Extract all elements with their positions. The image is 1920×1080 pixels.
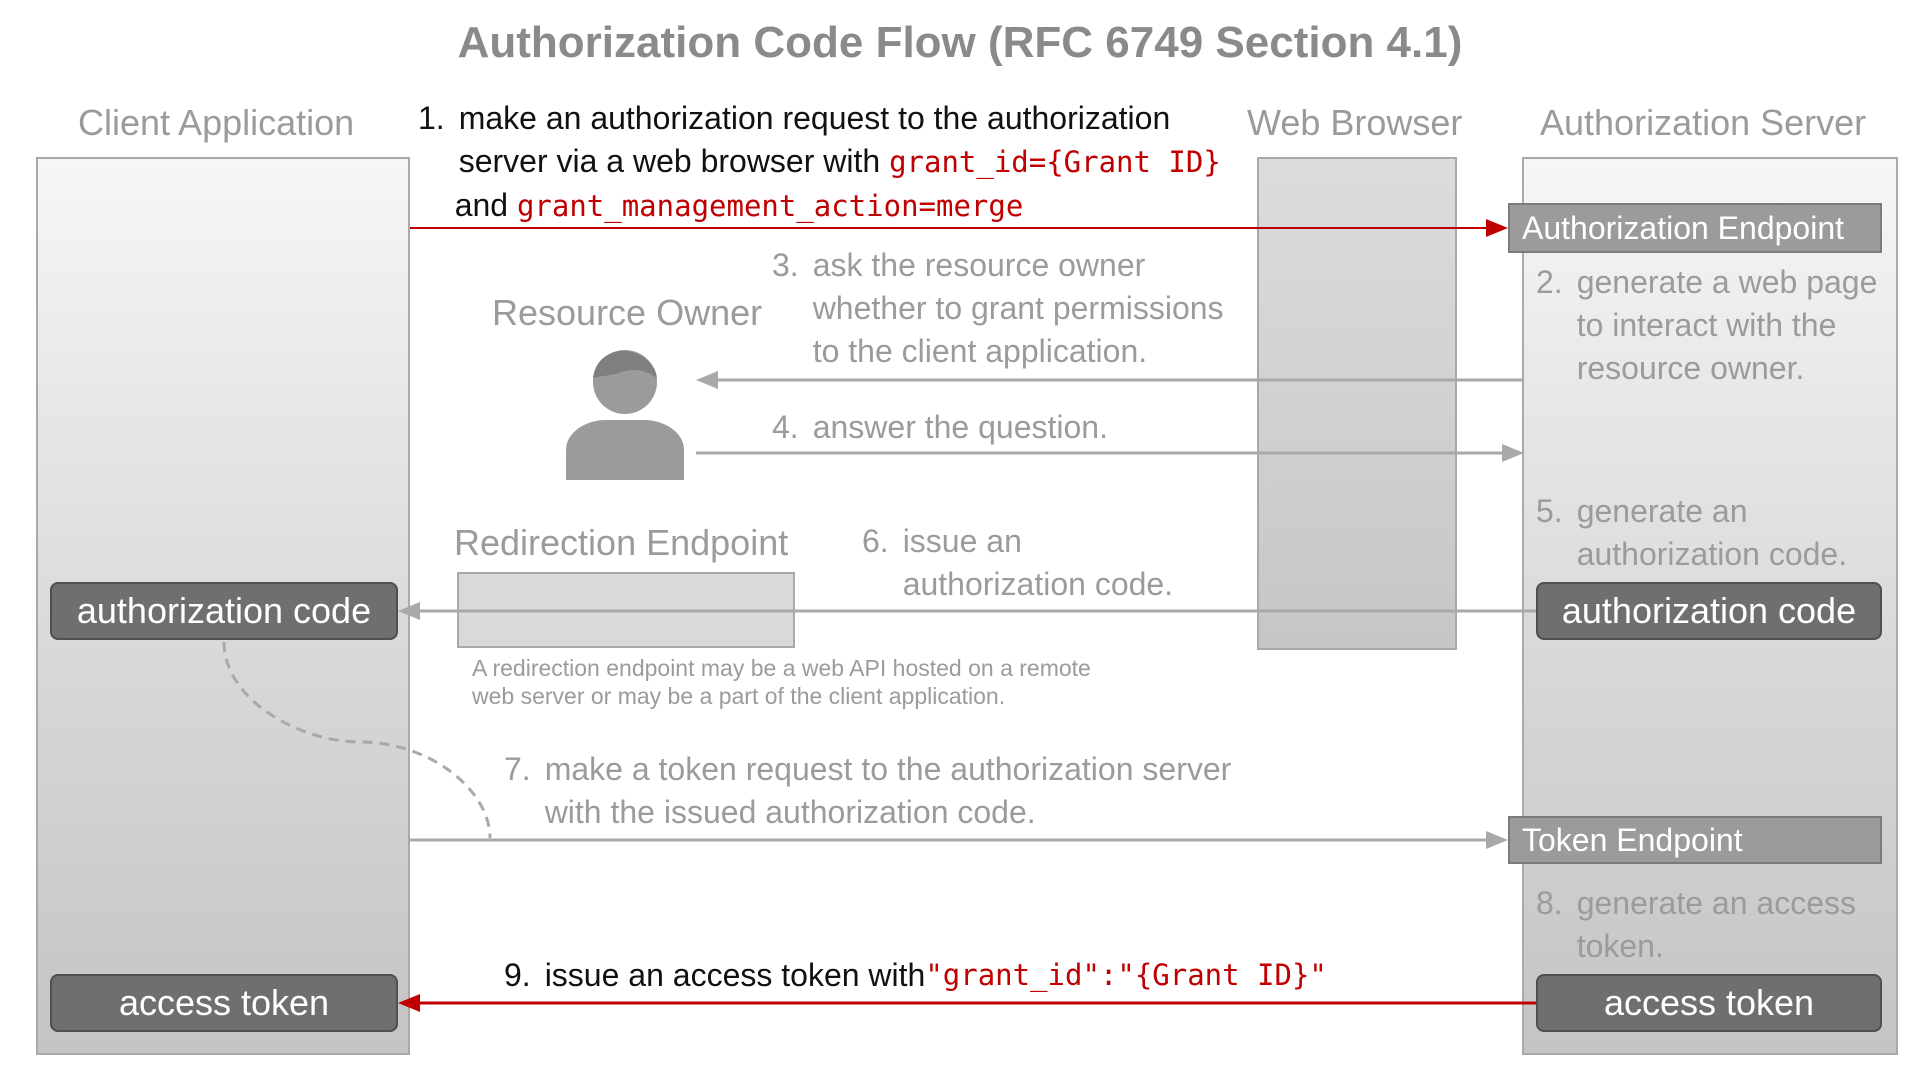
redirection-note-line2: web server or may be a part of the clien… xyxy=(472,683,1006,709)
step-1-grant-id-code: grant_id={Grant ID} xyxy=(889,145,1221,179)
arrow-step-1-head xyxy=(1486,219,1508,237)
step-2-text: generate a web page to interact with the… xyxy=(1577,261,1878,390)
step-3-line3: to the client application. xyxy=(812,333,1148,369)
server-access-token-pill: access token xyxy=(1536,974,1882,1032)
step-6-text: issue an authorization code. xyxy=(903,520,1173,606)
step-1-line1: make an authorization request to the aut… xyxy=(458,100,1171,136)
step-1-number: 1. xyxy=(418,100,445,136)
step-2-line3: resource owner. xyxy=(1576,350,1805,386)
person-icon xyxy=(566,350,684,480)
arrow-step-3-head xyxy=(696,371,718,389)
step-9-text: issue an access token with xyxy=(544,957,926,993)
step-7-number: 7. xyxy=(504,751,531,787)
step-6-line1: issue an xyxy=(902,523,1022,559)
step-1-line3: and grant_management_action=merge xyxy=(455,184,1221,228)
step-6-number: 6. xyxy=(862,523,889,559)
authorization-endpoint: Authorization Endpoint xyxy=(1508,203,1882,253)
web-browser-heading: Web Browser xyxy=(1247,102,1463,143)
arrow-step-7-head xyxy=(1486,831,1508,849)
diagram-title: Authorization Code Flow (RFC 6749 Sectio… xyxy=(457,18,1463,67)
step-8-number: 8. xyxy=(1536,885,1563,921)
step-1-line2: server via a web browser with grant_id={… xyxy=(459,140,1221,184)
dashed-code-link xyxy=(222,641,492,839)
step-1-label: 1. make an authorization request to the … xyxy=(418,97,1221,228)
step-8-text: generate an access token. xyxy=(1577,882,1856,968)
step-8-line2: token. xyxy=(1576,928,1664,964)
step-6-line2: authorization code. xyxy=(902,566,1174,602)
step-8-line1: generate an access xyxy=(1576,885,1856,921)
step-3-number: 3. xyxy=(772,247,799,283)
step-7-line1: make a token request to the authorizatio… xyxy=(544,751,1232,787)
step-3-text: ask the resource owner whether to grant … xyxy=(813,244,1224,373)
step-5-line1: generate an xyxy=(1576,493,1748,529)
step-5-label: 5. generate an authorization code. xyxy=(1536,490,1847,576)
step-9-grant-id-code: "grant_id":"{Grant ID}" xyxy=(925,958,1327,992)
redirection-note-line1: A redirection endpoint may be a web API … xyxy=(472,655,1091,681)
client-access-token-pill: access token xyxy=(50,974,398,1032)
step-9-label: 9. issue an access token with "grant_id"… xyxy=(504,954,1327,997)
redirection-endpoint-heading: Redirection Endpoint xyxy=(454,522,789,563)
step-3-line1: ask the resource owner xyxy=(812,247,1146,283)
step-5-number: 5. xyxy=(1536,493,1563,529)
step-1-text: make an authorization request to the aut… xyxy=(455,97,1221,228)
step-5-line2: authorization code. xyxy=(1576,536,1848,572)
step-5-text: generate an authorization code. xyxy=(1577,490,1847,576)
step-7-label: 7. make a token request to the authoriza… xyxy=(504,748,1231,834)
step-2-line1: generate a web page xyxy=(1576,264,1878,300)
step-8-label: 8. generate an access token. xyxy=(1536,882,1856,968)
arrow-step-9-head xyxy=(398,994,420,1012)
step-3-label: 3. ask the resource owner whether to gra… xyxy=(772,244,1224,373)
step-1-line3-text: and xyxy=(454,187,517,223)
step-4-text: answer the question. xyxy=(812,409,1108,445)
step-9-number: 9. xyxy=(504,957,531,993)
arrow-step-4-head xyxy=(1502,444,1524,462)
token-endpoint: Token Endpoint xyxy=(1508,816,1882,864)
step-4-label: 4. answer the question. xyxy=(772,406,1108,449)
step-7-line2: with the issued authorization code. xyxy=(544,794,1036,830)
arrow-step-6-head xyxy=(398,602,420,620)
step-2-number: 2. xyxy=(1536,264,1563,300)
authorization-server-heading: Authorization Server xyxy=(1540,102,1867,143)
web-browser-lane xyxy=(1257,157,1457,650)
server-authorization-code-pill: authorization code xyxy=(1536,582,1882,640)
step-6-label: 6. issue an authorization code. xyxy=(862,520,1173,606)
step-7-text: make a token request to the authorizatio… xyxy=(545,748,1232,834)
resource-owner-heading: Resource Owner xyxy=(492,292,763,333)
step-2-line2: to interact with the xyxy=(1576,307,1837,343)
client-application-heading: Client Application xyxy=(78,102,355,143)
step-2-label: 2. generate a web page to interact with … xyxy=(1536,261,1877,390)
step-3-line2: whether to grant permissions xyxy=(812,290,1224,326)
step-1-merge-code: grant_management_action=merge xyxy=(516,189,1024,223)
client-authorization-code-pill: authorization code xyxy=(50,582,398,640)
step-1-line2-text: server via a web browser with xyxy=(458,143,890,179)
step-4-number: 4. xyxy=(772,409,799,445)
